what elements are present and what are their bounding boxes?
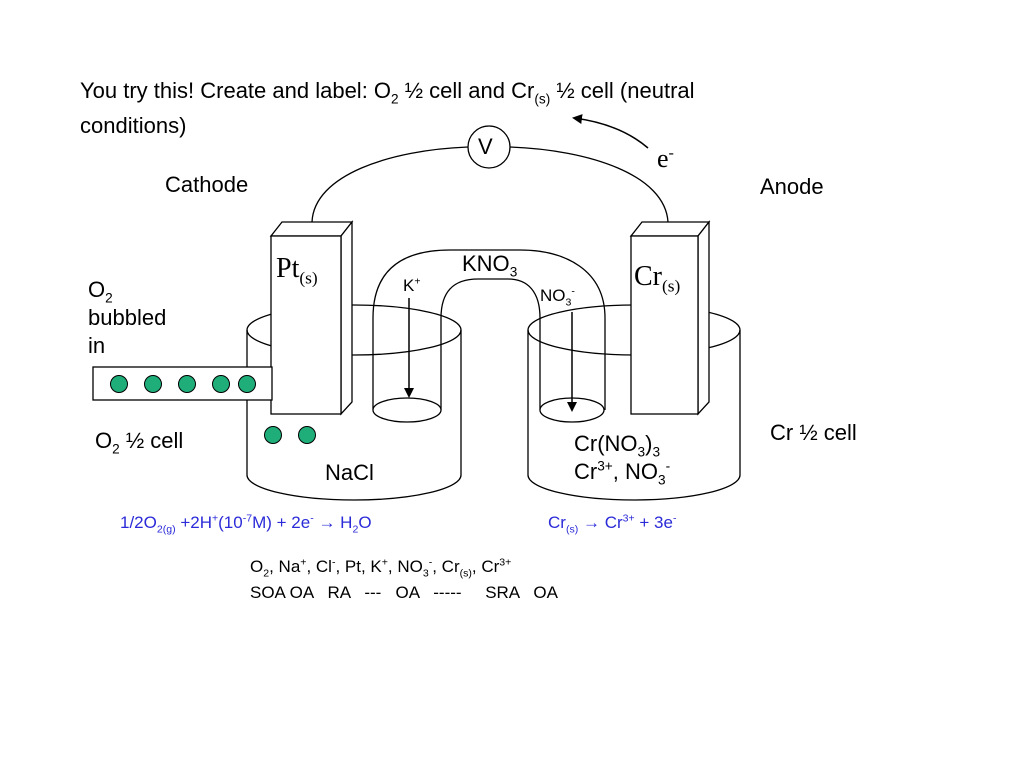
electron-label: e- — [657, 144, 674, 173]
voltmeter-circle — [467, 125, 511, 169]
anode-half-reaction: Cr(s) → Cr3+ + 3e- — [548, 512, 677, 536]
left-beaker — [246, 304, 462, 501]
reaction-arrow-icon: → — [313, 513, 341, 532]
o2-bubble — [238, 375, 256, 393]
salt-bridge-left-end — [372, 397, 442, 423]
salt-bridge — [372, 249, 606, 423]
cathode-half-reaction: 1/2O2(g) +2H+(10-7M) + 2e- → H2O — [120, 512, 372, 536]
o2-bubble — [178, 375, 196, 393]
o2-bubble — [298, 426, 316, 444]
external-wire-right — [509, 146, 669, 223]
cr-half-cell-label: Cr ½ cell — [770, 420, 857, 445]
o2-half-cell-label: O2 ½ cell — [95, 428, 184, 457]
no3-ion-label: NO3- — [540, 285, 575, 309]
external-wire-left — [311, 146, 469, 223]
o2-bubble — [144, 375, 162, 393]
o2-bubble — [212, 375, 230, 393]
nacl-label: NaCl — [325, 460, 374, 485]
species-list: O2, Na+, Cl-, Pt, K+, NO3-, Cr(s), Cr3+ — [250, 556, 512, 580]
o2-bubble — [110, 375, 128, 393]
cr-electrode — [629, 220, 711, 416]
reaction-arrow-icon: → — [578, 513, 605, 532]
slide-title: You try this! Create and label: O2 ½ cel… — [80, 78, 695, 107]
salt-bridge-label: KNO3 — [462, 251, 518, 280]
electron-flow-arrow — [572, 114, 649, 149]
species-classification: SOA OA RA --- OA ----- SRA OA — [250, 583, 558, 602]
anode-label: Anode — [760, 174, 824, 199]
pt-electrode-label: Pt(s) — [276, 253, 318, 288]
cr-electrode-label: Cr(s) — [634, 261, 681, 296]
voltmeter-label: V — [478, 134, 493, 159]
o2-bubble — [264, 426, 282, 444]
o2-bubbles — [110, 375, 316, 444]
k-ion-label: K+ — [403, 275, 421, 295]
cathode-label: Cathode — [165, 172, 249, 197]
slide-title-line2: conditions) — [80, 113, 187, 138]
pt-electrode — [269, 220, 354, 416]
